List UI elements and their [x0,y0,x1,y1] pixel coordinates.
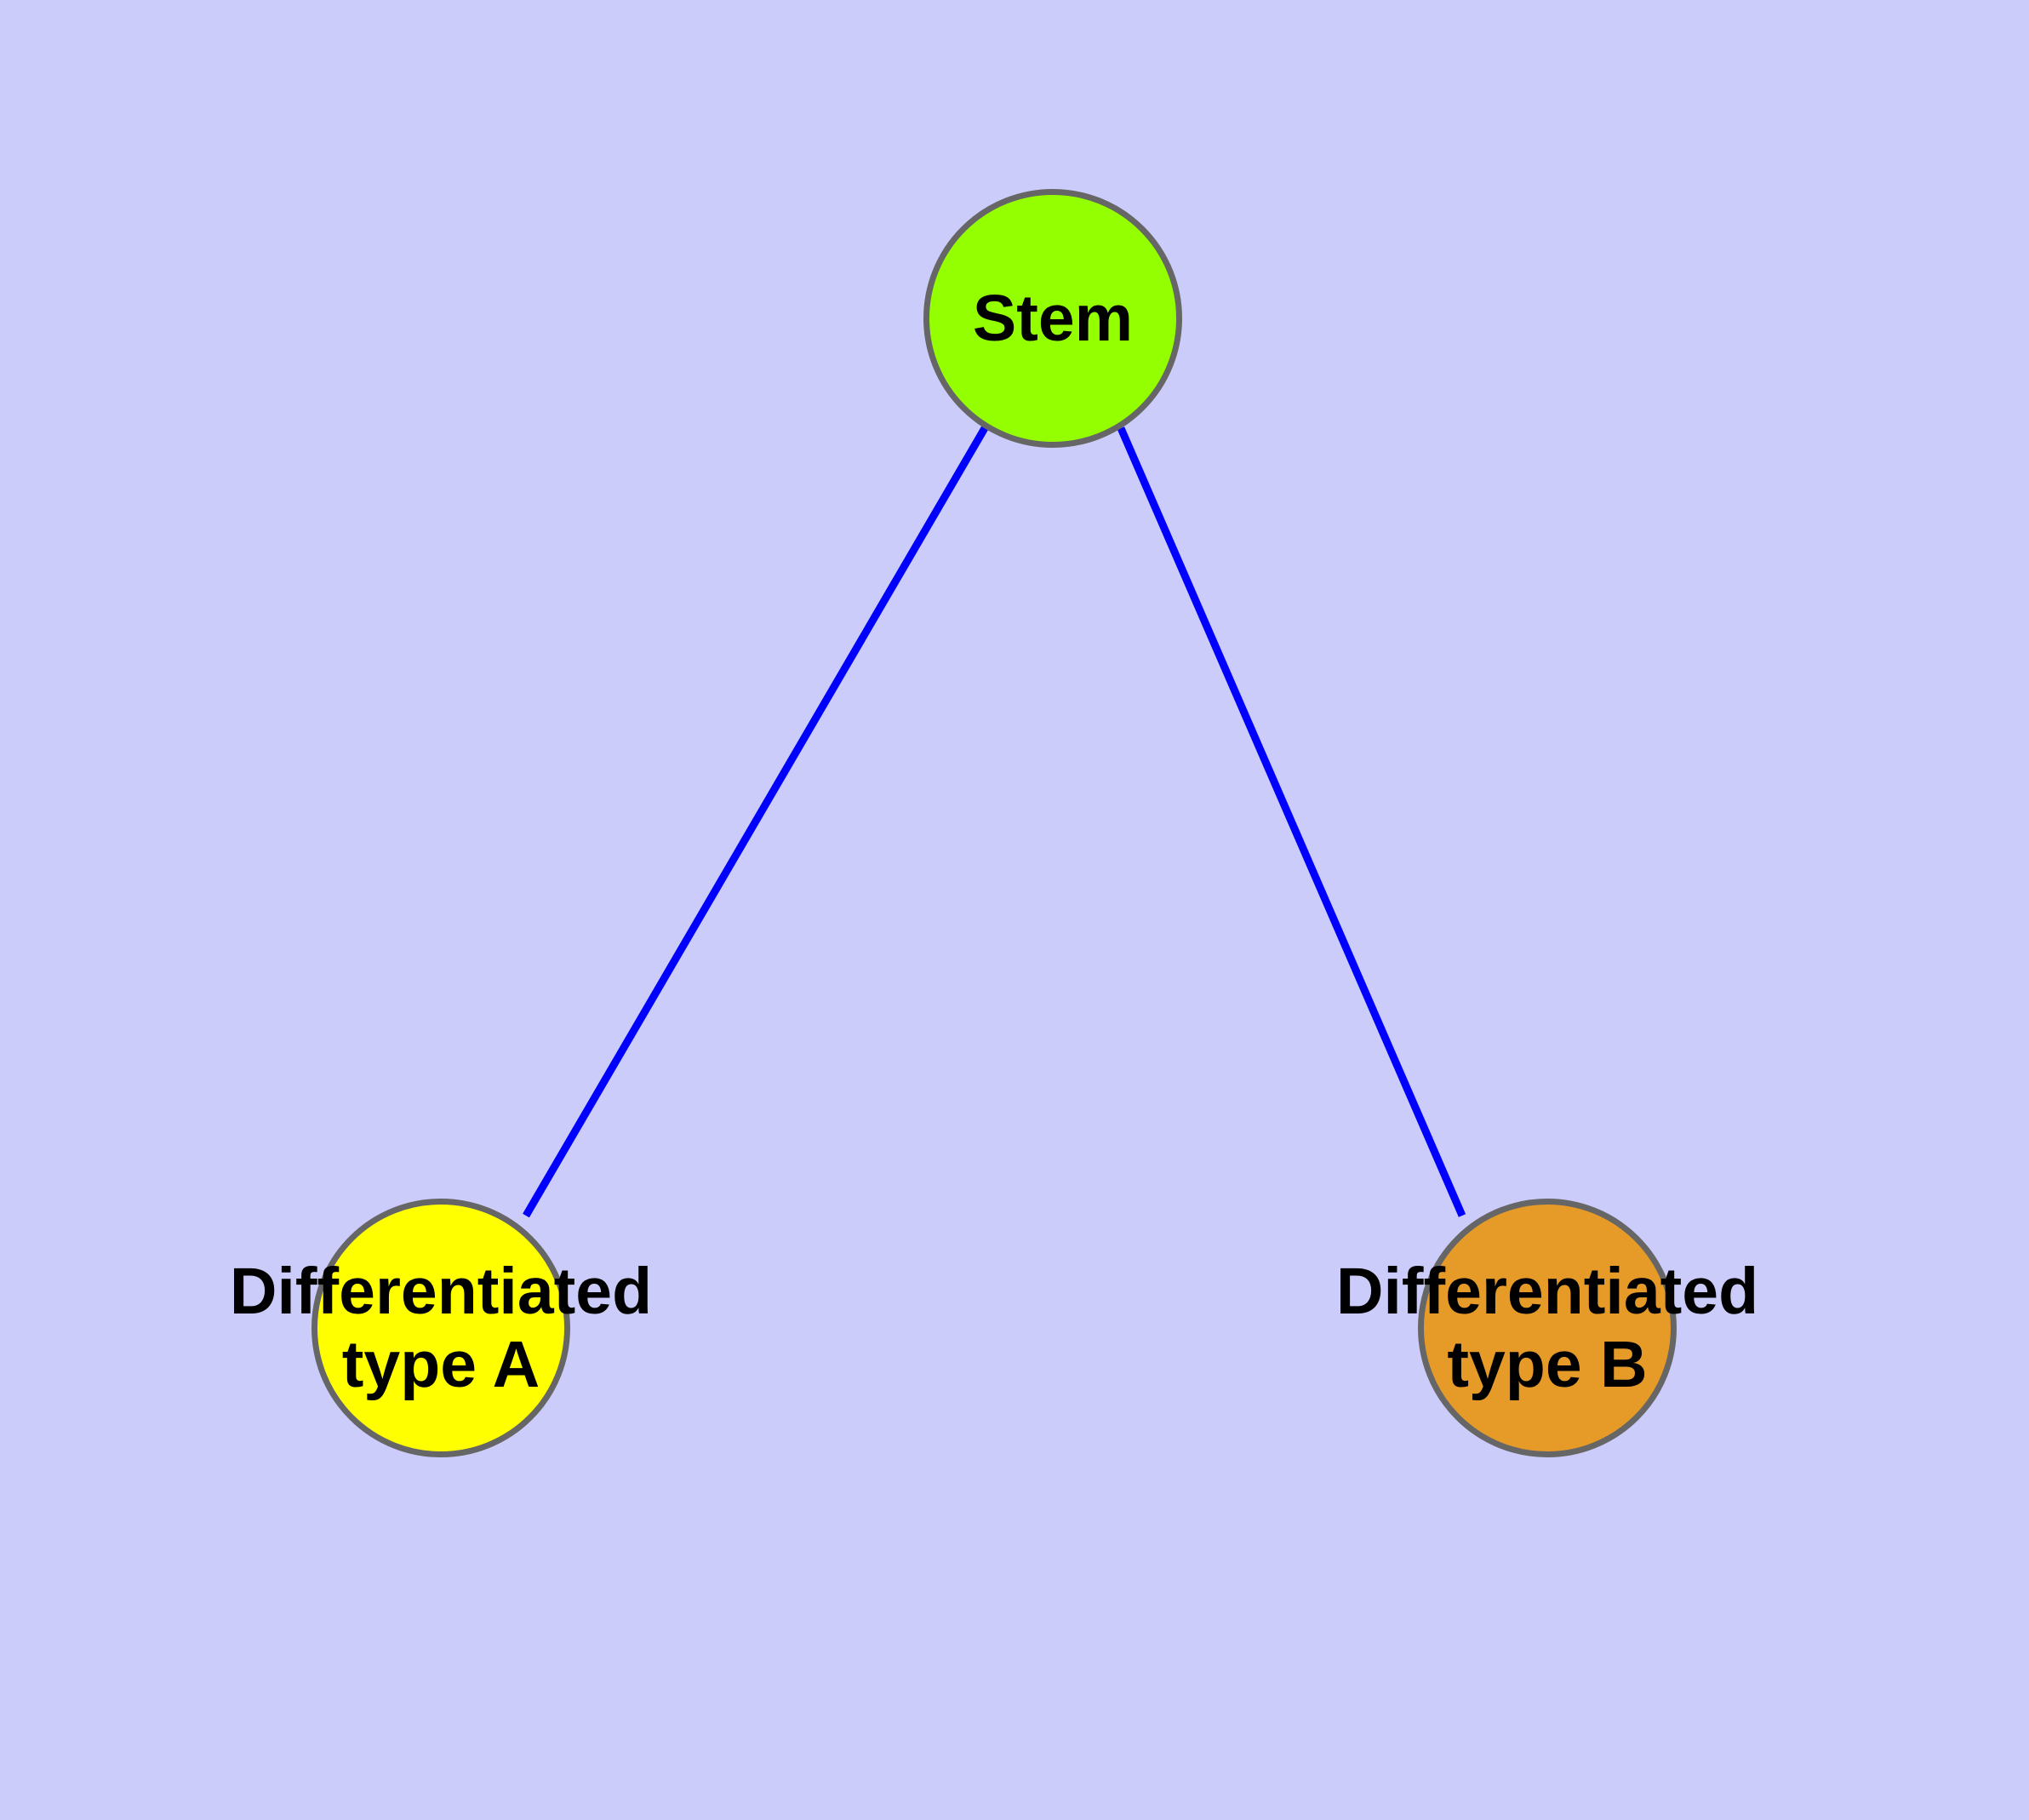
node-stem-label: Stem [972,281,1134,355]
node-differentiated-type-a[interactable]: Differentiated type A [230,1199,652,1457]
node-differentiated-type-b[interactable]: Differentiated type B [1336,1199,1758,1457]
edge-stem-to-differentiated-type-a [523,426,988,1218]
edge-stem-to-differentiated-type-b [1117,426,1466,1217]
node-stem[interactable]: Stem [923,189,1182,448]
